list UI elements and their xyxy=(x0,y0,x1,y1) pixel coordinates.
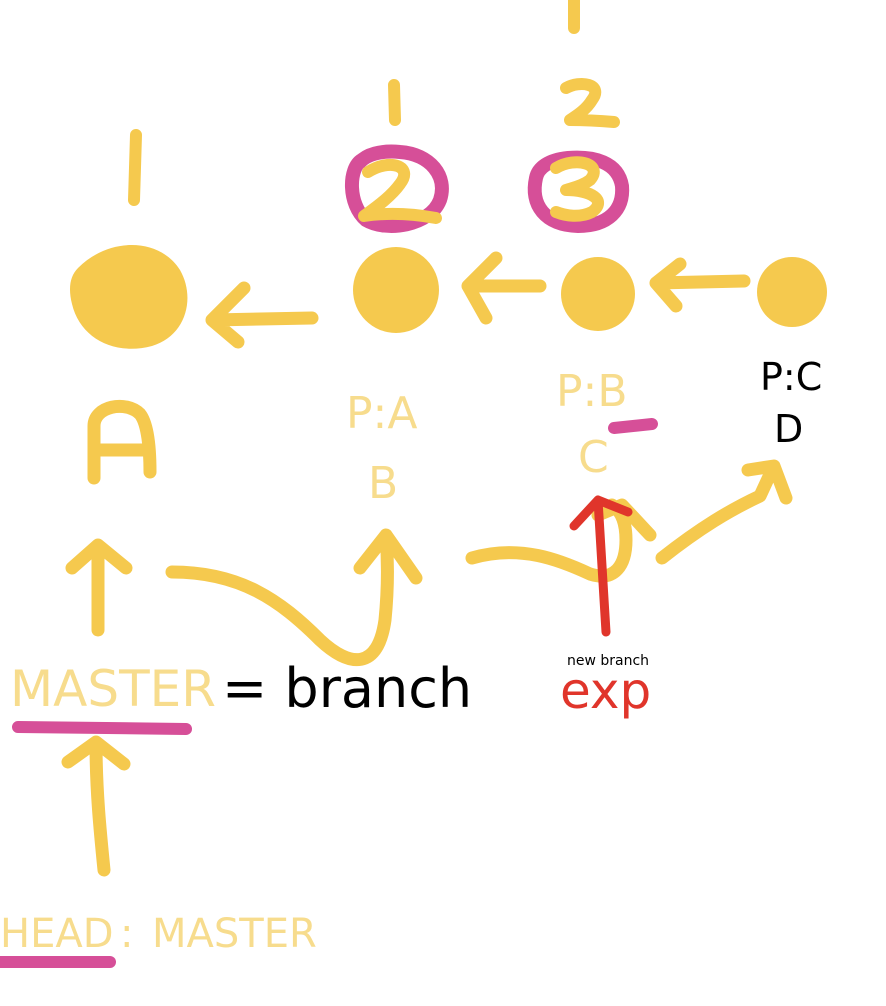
arrow-master-to-a xyxy=(65,538,133,637)
commit-c-parent-label: P:B xyxy=(556,366,628,417)
commit-b-parent-label: P:A xyxy=(346,388,418,439)
exp-branch-label: exp xyxy=(560,662,652,720)
exp-branch-caption: new branch xyxy=(567,653,650,669)
arrow-master-to-c xyxy=(465,498,657,583)
arrow-b-to-a xyxy=(205,281,319,349)
order-mark-c-digit xyxy=(550,156,604,222)
arrow-c-to-b xyxy=(461,251,547,325)
commit-node-a xyxy=(70,244,188,349)
commit-d-parent-label: P:C xyxy=(760,355,823,399)
order-mark-c-middle xyxy=(560,78,620,128)
highlight-underline-master xyxy=(12,721,192,735)
head-target-label: MASTER xyxy=(152,911,317,957)
arrow-master-to-b xyxy=(165,528,423,667)
arrow-d-to-c xyxy=(649,257,751,313)
commit-b-name-label: B xyxy=(368,458,399,509)
branch-definition-label: = branch xyxy=(222,657,473,720)
head-label: HEAD xyxy=(0,911,114,957)
commit-node-b xyxy=(353,247,439,333)
arrow-exp-to-c xyxy=(569,495,633,637)
highlight-loop-c xyxy=(527,150,630,233)
commit-node-c xyxy=(561,257,635,331)
commit-node-d xyxy=(757,257,827,327)
highlight-dash-c xyxy=(608,418,658,434)
commit-c-name-label: C xyxy=(578,432,609,483)
arrow-head-to-master xyxy=(61,735,131,877)
branch-master-label: MASTER xyxy=(10,660,216,718)
order-mark-a xyxy=(128,129,142,206)
head-separator: : xyxy=(120,911,134,957)
order-mark-b-top xyxy=(388,79,401,126)
commit-a-letter xyxy=(87,399,157,485)
highlight-loop-b xyxy=(344,144,449,233)
order-mark-b-digit xyxy=(358,158,442,224)
commit-d-name-label: D xyxy=(774,407,804,451)
arrow-master-to-d xyxy=(655,459,793,565)
